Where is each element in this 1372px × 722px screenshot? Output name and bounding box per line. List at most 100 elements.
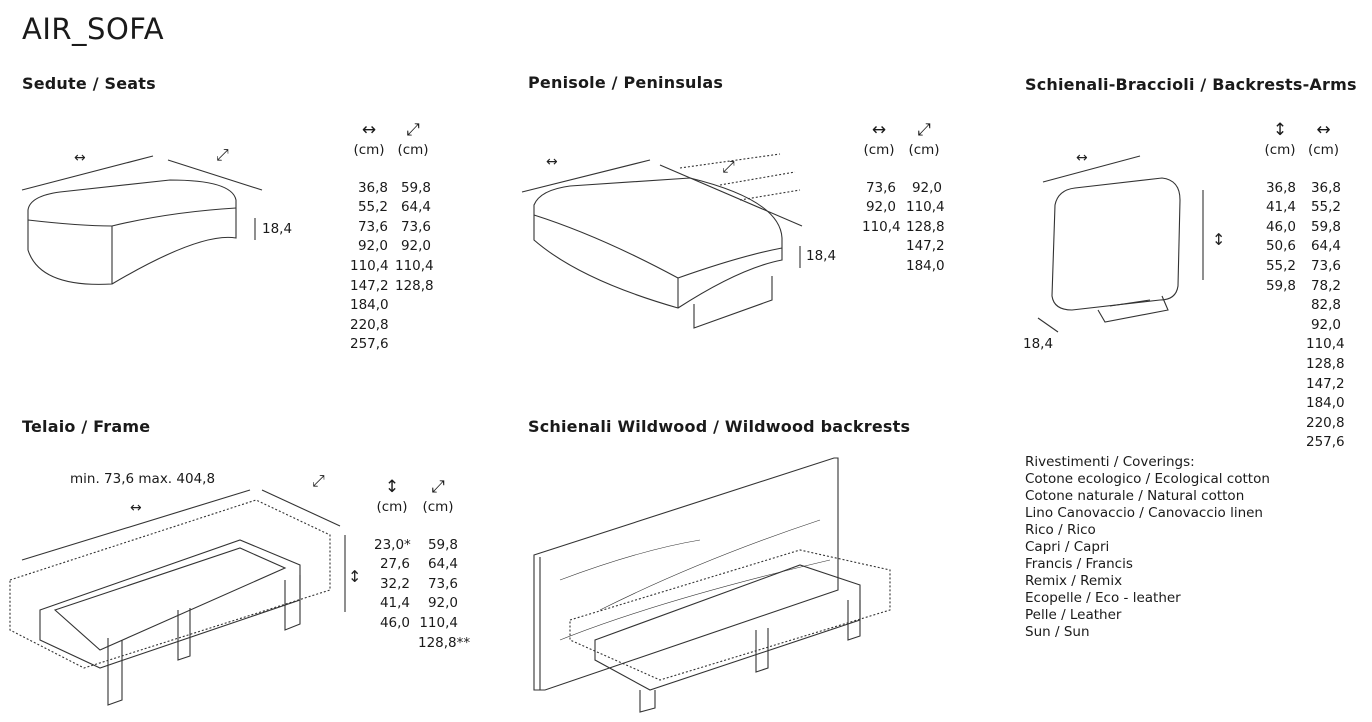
unit-label: (cm) [376, 499, 408, 515]
covering-item: Francis / Francis [1025, 556, 1133, 572]
dimension-icon: ↔ [871, 120, 887, 140]
peninsulas-width-column: ↔ (cm) 73,6 92,0 110,4 [862, 119, 901, 237]
backrests-heading: Schienali-Braccioli / Backrests-Arms [1025, 75, 1357, 94]
dimension-value: 147,2 [906, 238, 945, 255]
unit-label: (cm) [863, 142, 895, 158]
dimension-value: 64,4 [400, 199, 431, 216]
dimension-value: 257,6 [1306, 434, 1345, 451]
svg-text:↕: ↕ [348, 567, 361, 586]
unit-label: (cm) [422, 499, 454, 515]
dimension-value: 64,4 [1310, 238, 1341, 255]
unit-label: (cm) [908, 142, 940, 158]
seat-height-label: 18,4 [262, 221, 293, 237]
dimension-icon: ↕ [384, 477, 400, 497]
dimension-value: 78,2 [1310, 277, 1341, 294]
dimension-value: 55,2 [1265, 257, 1296, 274]
covering-item: Capri / Capri [1025, 539, 1110, 555]
dimension-icon: ⤢ [917, 120, 931, 140]
seats-heading: Sedute / Seats [22, 74, 156, 93]
dimension-value: 55,2 [357, 199, 388, 216]
dimension-icon: ↔ [361, 120, 377, 140]
coverings-heading: Rivestimenti / Coverings: [1025, 454, 1195, 470]
backrests-width-column: ↔ (cm) 36,8 55,2 59,8 64,4 73,6 78,2 82,8 92,0 110… [1306, 119, 1345, 453]
dimension-value: 73,6 [400, 218, 431, 235]
wildwood-heading: Schienali Wildwood / Wildwood backrests [528, 417, 911, 436]
dimension-value: 46,0 [1265, 218, 1296, 235]
dimension-value: 82,8 [1310, 297, 1341, 314]
dimension-value: 110,4 [419, 614, 458, 631]
dimension-value: 32,2 [379, 575, 410, 592]
covering-item: Ecopelle / Eco - leather [1025, 590, 1181, 606]
dimension-value: 73,6 [357, 218, 388, 235]
dimension-value: 110,4 [350, 257, 389, 274]
unit-label: (cm) [353, 142, 385, 158]
frame-drawing: ↔ ⤢ ↕ [9, 471, 361, 706]
dimension-value: 59,8 [400, 179, 431, 196]
unit-label: (cm) [1264, 142, 1296, 158]
dimension-value: 128,8 [906, 218, 945, 235]
dimension-value: 92,0 [427, 595, 458, 612]
backrest-drawing: ↔↕ [1037, 150, 1225, 333]
dimension-value: 184,0 [906, 257, 945, 274]
dimension-value: 92,0 [911, 179, 942, 196]
svg-text:↔: ↔ [1076, 150, 1088, 166]
dimension-value: 110,4 [862, 218, 901, 235]
dimension-value: 73,6 [865, 179, 896, 196]
svg-text:↕: ↕ [1212, 230, 1225, 249]
dimension-value: 220,8 [1306, 414, 1345, 431]
coverings-list: Rivestimenti / Coverings:Cotone ecologic… [1025, 454, 1270, 641]
unit-label: (cm) [397, 142, 429, 158]
covering-item: Rico / Rico [1025, 522, 1096, 538]
seat-drawing: ↔⤢ [21, 145, 263, 285]
svg-text:↔: ↔ [74, 150, 86, 166]
covering-item: Cotone naturale / Natural cotton [1025, 488, 1245, 504]
dimension-value: 110,4 [1306, 336, 1345, 353]
svg-text:⤢: ⤢ [312, 471, 325, 490]
dimension-icon: ⤢ [406, 120, 420, 140]
backrest-depth-label: 18,4 [1023, 336, 1054, 352]
dimension-value: 41,4 [379, 595, 410, 612]
dimension-value: 184,0 [350, 297, 389, 314]
dimension-value: 147,2 [350, 277, 389, 294]
svg-text:↔: ↔ [130, 500, 142, 516]
dimension-value: 128,8** [418, 634, 471, 651]
frame-heading: Telaio / Frame [22, 417, 151, 436]
peninsula-drawing: ↔⤢ [521, 153, 803, 329]
dimension-icon: ⤢ [431, 477, 445, 497]
dimension-value: 36,8 [357, 179, 388, 196]
dimension-value: 92,0 [865, 199, 896, 216]
dimension-value: 36,8 [1265, 179, 1296, 196]
covering-item: Remix / Remix [1025, 573, 1123, 589]
dimension-value: 110,4 [395, 257, 434, 274]
covering-item: Sun / Sun [1025, 624, 1090, 640]
dimension-value: 27,6 [379, 556, 410, 573]
peninsula-height-label: 18,4 [806, 248, 837, 264]
dimension-value: 92,0 [1310, 316, 1341, 333]
dimension-value: 73,6 [1310, 257, 1341, 274]
dimension-value: 220,8 [350, 316, 389, 333]
page-title: AIR_SOFA [22, 12, 165, 46]
dimension-value: 23,0* [374, 536, 411, 553]
unit-label: (cm) [1307, 142, 1340, 158]
dimension-value: 55,2 [1310, 199, 1341, 216]
frame-height-column: ↕ (cm) 23,0* 27,6 32,2 41,4 46,0 [374, 476, 411, 634]
dimension-value: 184,0 [1306, 395, 1345, 412]
dimension-value: 36,8 [1310, 179, 1341, 196]
dimension-value: 59,8 [427, 536, 458, 553]
wildwood-drawing [533, 457, 891, 713]
dimension-value: 110,4 [906, 199, 945, 216]
dimension-value: 128,8 [395, 277, 434, 294]
dimension-icon: ↔ [1316, 120, 1331, 140]
dimension-value: 46,0 [379, 614, 410, 631]
dimension-value: 41,4 [1265, 199, 1296, 216]
dimension-value: 147,2 [1306, 375, 1345, 392]
dimension-value: 128,8 [1306, 355, 1345, 372]
covering-item: Lino Canovaccio / Canovaccio linen [1025, 505, 1263, 521]
dimension-value: 59,8 [1310, 218, 1341, 235]
frame-length-label: min. 73,6 max. 404,8 [70, 471, 216, 487]
